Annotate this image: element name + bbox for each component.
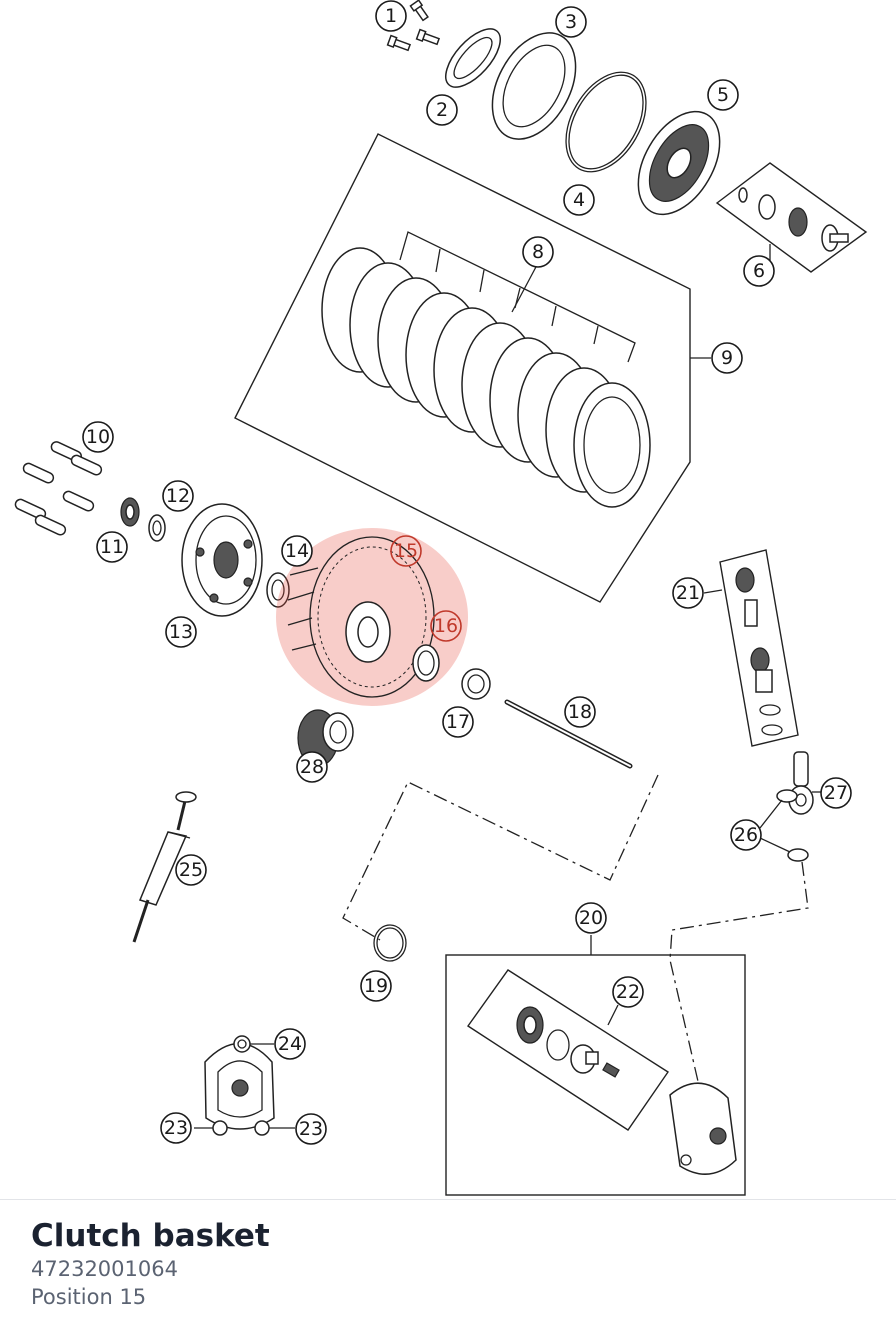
callout-23-right[interactable]: 23 xyxy=(295,1113,327,1145)
part-27-banjo-fitting xyxy=(788,751,822,815)
callout-21[interactable]: 21 xyxy=(672,577,704,609)
svg-text:19: 19 xyxy=(364,975,388,997)
svg-text:9: 9 xyxy=(721,347,733,369)
callout-15[interactable]: 15 xyxy=(390,535,422,567)
callout-13[interactable]: 13 xyxy=(165,616,197,648)
part-17-spacer xyxy=(461,668,491,700)
exploded-parts-diagram: 1 2 3 4 5 6 8 9 10 11 12 13 14 15 16 17 … xyxy=(14,0,868,1196)
svg-text:28: 28 xyxy=(300,756,324,778)
callout-19[interactable]: 19 xyxy=(360,970,392,1002)
part-4-ring xyxy=(565,71,647,173)
svg-text:8: 8 xyxy=(532,241,544,263)
part-21-bleeder-kit xyxy=(703,549,799,747)
callout-12[interactable]: 12 xyxy=(162,480,194,512)
svg-text:2: 2 xyxy=(436,99,448,121)
callout-26[interactable]: 26 xyxy=(730,819,762,851)
callout-2[interactable]: 2 xyxy=(426,94,458,126)
part-12-lock-washer xyxy=(148,514,166,542)
part-22-repair-kit xyxy=(467,969,669,1131)
svg-text:25: 25 xyxy=(179,859,203,881)
svg-text:14: 14 xyxy=(285,540,309,562)
part-11-nut xyxy=(120,497,140,527)
callout-28[interactable]: 28 xyxy=(296,751,328,783)
routing-line-pushrod xyxy=(342,774,659,941)
callout-24[interactable]: 24 xyxy=(274,1028,306,1060)
callout-18[interactable]: 18 xyxy=(564,696,596,728)
callout-6[interactable]: 6 xyxy=(743,255,775,287)
svg-text:18: 18 xyxy=(568,701,592,723)
svg-text:26: 26 xyxy=(734,824,758,846)
callout-20[interactable]: 20 xyxy=(575,902,607,934)
part-23-cover xyxy=(194,1042,295,1136)
callout-3[interactable]: 3 xyxy=(555,6,587,38)
svg-text:1: 1 xyxy=(385,5,397,27)
callout-4[interactable]: 4 xyxy=(563,184,595,216)
part-name: Clutch basket xyxy=(31,1218,270,1254)
svg-text:12: 12 xyxy=(166,485,190,507)
part-20-slave-cylinder xyxy=(445,935,746,1196)
callout-10[interactable]: 10 xyxy=(82,421,114,453)
part-26-seal-washers xyxy=(759,789,809,862)
callout-17[interactable]: 17 xyxy=(442,706,474,738)
callout-14[interactable]: 14 xyxy=(281,535,313,567)
part-1-bolts xyxy=(386,0,441,52)
part-14-thrust-washer xyxy=(266,572,290,608)
callout-8[interactable]: 8 xyxy=(522,236,554,268)
callout-1[interactable]: 1 xyxy=(375,0,407,32)
part-24-screw xyxy=(233,1035,274,1053)
callout-25[interactable]: 25 xyxy=(175,854,207,886)
part-16-bushing xyxy=(412,644,440,682)
svg-text:3: 3 xyxy=(565,11,577,33)
part-25-grease-syringe xyxy=(132,791,197,943)
svg-text:21: 21 xyxy=(676,582,700,604)
svg-text:22: 22 xyxy=(616,981,640,1003)
svg-text:13: 13 xyxy=(169,621,193,643)
routing-line-hose xyxy=(669,861,809,1091)
part-position: Position 15 xyxy=(31,1285,147,1309)
callout-16[interactable]: 16 xyxy=(430,610,462,642)
part-19-o-ring xyxy=(373,924,407,962)
svg-text:23: 23 xyxy=(164,1117,188,1139)
svg-text:20: 20 xyxy=(579,907,603,929)
part-2-retainer-plate xyxy=(445,28,501,88)
part-6-bearing-set xyxy=(715,162,868,273)
svg-text:27: 27 xyxy=(824,782,848,804)
callout-11[interactable]: 11 xyxy=(96,531,128,563)
svg-text:17: 17 xyxy=(446,711,470,733)
callout-22[interactable]: 22 xyxy=(612,976,644,1008)
svg-text:6: 6 xyxy=(753,260,765,282)
svg-text:4: 4 xyxy=(573,189,585,211)
part-13-clutch-hub xyxy=(181,503,263,617)
part-10-pins xyxy=(14,441,103,536)
svg-text:16: 16 xyxy=(434,615,458,637)
svg-text:15: 15 xyxy=(394,540,418,562)
part-5-pressure-plate xyxy=(637,110,721,216)
part-18-push-rod xyxy=(504,699,633,769)
part-3-spring-plate xyxy=(491,32,577,140)
part-number: 47232001064 xyxy=(31,1257,178,1281)
callout-23-left[interactable]: 23 xyxy=(160,1112,192,1144)
callout-9[interactable]: 9 xyxy=(711,342,743,374)
svg-text:24: 24 xyxy=(278,1033,302,1055)
svg-text:11: 11 xyxy=(100,536,124,558)
selected-part-panel: Clutch basket 47232001064 Position 15 xyxy=(0,1199,896,1336)
svg-text:23: 23 xyxy=(299,1118,323,1140)
callout-27[interactable]: 27 xyxy=(820,777,852,809)
callout-5[interactable]: 5 xyxy=(707,79,739,111)
part-9-disc-pack xyxy=(234,133,711,603)
svg-text:5: 5 xyxy=(717,84,729,106)
svg-text:10: 10 xyxy=(86,426,110,448)
